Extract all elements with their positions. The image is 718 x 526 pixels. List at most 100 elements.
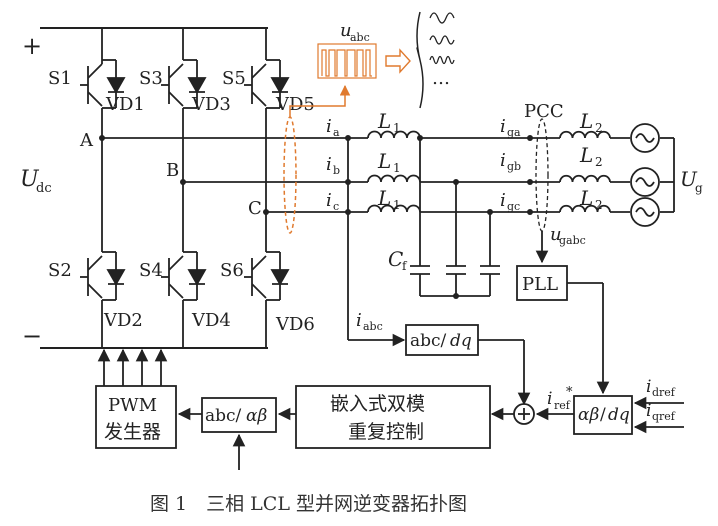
- abc-ab-block: [201, 397, 277, 433]
- svg-text:dq: dq: [450, 331, 472, 351]
- switch-s5: [244, 59, 290, 109]
- uabc-label: u abc: [340, 20, 370, 44]
- pcc-measure: [535, 118, 549, 232]
- pwm-waveform: [321, 49, 372, 77]
- label-vd3: VD3: [191, 94, 231, 115]
- svg-text:L: L: [579, 143, 593, 167]
- udc-main: U: [20, 167, 40, 192]
- svg-text:gabc: gabc: [559, 234, 586, 247]
- gate-signals: [97, 348, 168, 386]
- dc-plus-label: +: [22, 32, 42, 60]
- svg-text:g: g: [695, 181, 703, 195]
- switch-s4: [161, 251, 207, 301]
- dc-bus: [40, 27, 268, 349]
- svg-text:dq: dq: [608, 405, 630, 425]
- ab-dq-block: [573, 395, 633, 435]
- switch-s3: [161, 59, 207, 109]
- svg-text:C: C: [388, 247, 403, 271]
- controller-line2: 重复控制: [348, 421, 424, 443]
- svg-text:αβ: αβ: [246, 406, 267, 426]
- svg-text:1: 1: [393, 121, 401, 135]
- switch-s1: [80, 59, 126, 109]
- label-s6: S6: [220, 260, 244, 281]
- node-b: B: [166, 160, 179, 181]
- capacitor-bank: [410, 138, 500, 297]
- pcc-label: PCC: [524, 101, 564, 122]
- label-s3: S3: [139, 68, 163, 89]
- label-s5: S5: [222, 68, 246, 89]
- svg-text:1: 1: [393, 198, 401, 212]
- cf-label: C f: [388, 247, 408, 273]
- abc-ab-label: abc/ αβ: [205, 406, 267, 426]
- svg-text:qref: qref: [652, 410, 676, 423]
- svg-text:i: i: [500, 190, 506, 211]
- svg-text:2: 2: [595, 155, 603, 169]
- svg-text:i: i: [326, 190, 332, 211]
- svg-text:i: i: [646, 401, 651, 421]
- waveform-ellipsis: …: [432, 68, 450, 89]
- pwm-line2: 发生器: [104, 421, 161, 443]
- svg-text:αβ: αβ: [578, 405, 599, 425]
- svg-text:/: /: [600, 405, 606, 425]
- label-s2: S2: [48, 260, 72, 281]
- summing-junction: [513, 403, 535, 425]
- inv-current-labels: i a i b i c: [326, 116, 340, 213]
- switch-s6: [244, 251, 290, 301]
- svg-text:abc: abc: [350, 31, 370, 44]
- label-vd6: VD6: [275, 314, 315, 335]
- node-dots: [99, 135, 533, 299]
- ab-dq-label: αβ / dq: [578, 405, 630, 425]
- iqref-label: i qref: [646, 401, 676, 423]
- uabc-output-arrow: [385, 48, 411, 74]
- svg-text:ref: ref: [554, 399, 571, 412]
- svg-text:2: 2: [595, 121, 603, 135]
- feedback-path: [478, 339, 531, 406]
- svg-text:gb: gb: [507, 160, 521, 173]
- inductor-l2: [559, 130, 611, 213]
- pll-label: PLL: [522, 274, 558, 295]
- ugabc-label: u gabc: [550, 224, 586, 247]
- iref-label: i ref *: [547, 385, 573, 412]
- node-c: C: [248, 198, 262, 219]
- controller-line1: 嵌入式双模: [330, 393, 425, 415]
- svg-text:i: i: [646, 377, 651, 397]
- udc-label: U dc: [20, 167, 52, 196]
- svg-text:2: 2: [595, 198, 603, 212]
- svg-text:1: 1: [393, 161, 401, 175]
- ref-inputs: [633, 396, 684, 434]
- svg-text:gc: gc: [507, 200, 520, 213]
- svg-text:b: b: [333, 164, 340, 177]
- pwm-line1: PWM: [108, 395, 157, 416]
- svg-text:i: i: [500, 116, 506, 137]
- node-a: A: [79, 130, 94, 151]
- svg-text:abc/: abc/: [205, 406, 242, 426]
- svg-text:L: L: [377, 186, 391, 210]
- iabc-label: i abc: [356, 310, 383, 333]
- svg-text:i: i: [326, 154, 332, 175]
- label-s1: S1: [48, 68, 72, 89]
- svg-text:a: a: [333, 126, 340, 139]
- svg-text:abc/: abc/: [410, 331, 447, 351]
- svg-text:L: L: [377, 149, 391, 173]
- svg-text:f: f: [402, 259, 408, 273]
- pwm-block: [95, 385, 177, 449]
- udc-sub: dc: [36, 181, 52, 196]
- dc-minus-label: −: [22, 322, 42, 350]
- svg-text:dref: dref: [652, 386, 676, 399]
- svg-text:c: c: [333, 200, 339, 213]
- svg-text:i: i: [547, 389, 552, 409]
- svg-text:u: u: [340, 20, 352, 41]
- svg-text:L: L: [579, 186, 593, 210]
- idref-label: i dref: [646, 377, 676, 399]
- label-vd1: VD1: [105, 94, 145, 115]
- l1-labels: L 1 L 1 L 1: [377, 109, 401, 212]
- pll-to-abdq: [567, 282, 610, 395]
- svg-text:i: i: [500, 150, 506, 171]
- label-vd4: VD4: [191, 310, 231, 331]
- ug-label: U g: [680, 167, 703, 195]
- grid-sources: [630, 123, 660, 227]
- abc-dq-label: abc/ dq: [410, 331, 472, 351]
- svg-text:abc: abc: [363, 320, 383, 333]
